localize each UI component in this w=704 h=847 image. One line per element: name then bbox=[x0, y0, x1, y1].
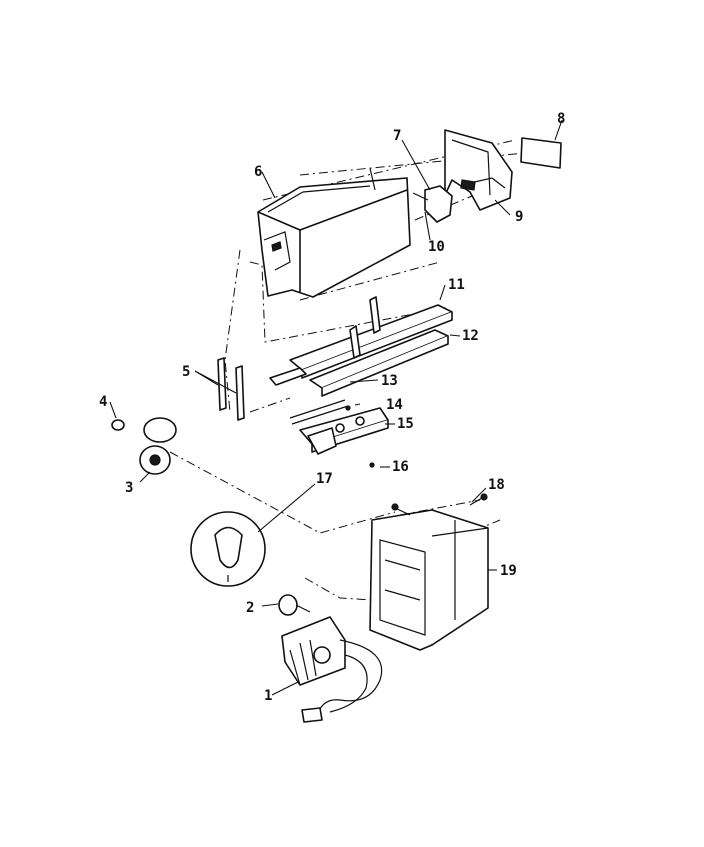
bushing-part bbox=[278, 594, 311, 616]
label-part-6: 6 bbox=[254, 164, 262, 180]
auger-bars-part bbox=[269, 296, 453, 397]
label-part-11: 11 bbox=[448, 277, 465, 293]
motor-part bbox=[281, 616, 383, 723]
label-part-1: 1 bbox=[264, 688, 272, 704]
screws-part bbox=[391, 493, 488, 516]
clip-part bbox=[412, 185, 453, 223]
label-part-8: 8 bbox=[557, 111, 565, 127]
part-labels: 1 2 3 4 5 6 7 8 9 10 11 12 13 14 15 16 1… bbox=[99, 111, 565, 704]
side-strips-part bbox=[217, 357, 245, 421]
label-part-2: 2 bbox=[246, 600, 254, 616]
coupling-part bbox=[190, 427, 337, 587]
label-part-3: 3 bbox=[125, 480, 133, 496]
ice-bin-part bbox=[257, 167, 411, 298]
label-part-12: 12 bbox=[462, 328, 479, 344]
label-part-13: 13 bbox=[381, 373, 398, 389]
label-part-17: 17 bbox=[316, 471, 333, 487]
bracket-part bbox=[444, 129, 513, 211]
label-part-4: 4 bbox=[99, 394, 107, 410]
leader-lines bbox=[109, 119, 563, 696]
label-part-9: 9 bbox=[515, 209, 523, 225]
cam-wheel-part bbox=[111, 417, 177, 475]
label-part-18: 18 bbox=[488, 477, 505, 493]
label-part-16: 16 bbox=[392, 459, 409, 475]
label-part-19: 19 bbox=[500, 563, 517, 579]
label-part-7: 7 bbox=[393, 128, 401, 144]
spring-assembly-part bbox=[289, 399, 389, 468]
label-part-15: 15 bbox=[397, 416, 414, 432]
label-part-10: 10 bbox=[428, 239, 445, 255]
housing-part bbox=[369, 509, 489, 651]
label-part-14: 14 bbox=[386, 397, 403, 413]
label-part-5: 5 bbox=[182, 364, 190, 380]
plate-part bbox=[520, 137, 562, 169]
